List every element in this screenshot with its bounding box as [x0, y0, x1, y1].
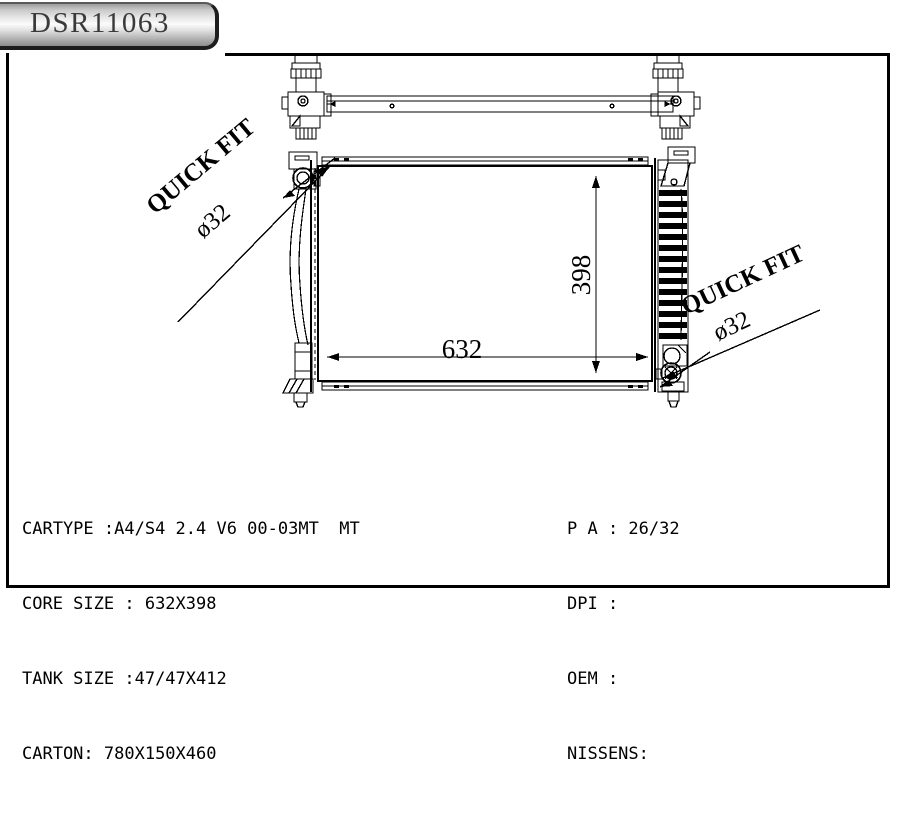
core-bottom-rail: [321, 381, 649, 391]
crossbeam-left-port: [281, 53, 336, 140]
spec-row-carton: CARTON: 780X150X460: [22, 742, 360, 767]
spec-label-dpi: DPI :: [567, 594, 619, 614]
callout-upper-left: QUICK FIT ø32: [142, 113, 261, 243]
spec-row-cartype: CARTYPE :A4/S4 2.4 V6 00-03MT MT: [22, 517, 360, 542]
callout-lower-right-diameter: ø32: [709, 306, 754, 346]
spec-row-nissens: NISSENS:: [567, 742, 680, 767]
spec-value-pa: 26/32: [628, 519, 680, 539]
right-tank: [654, 146, 696, 408]
spec-label-carton: CARTON:: [22, 744, 104, 764]
title-banner: DSR11063: [0, 2, 219, 50]
callout-upper-left-diameter: ø32: [190, 199, 236, 244]
spec-label-oem: OEM :: [567, 669, 619, 689]
spec-label-cartype: CARTYPE :: [22, 519, 115, 539]
spec-label-core-size: CORE SIZE :: [22, 594, 145, 614]
right-tank-ribs: [659, 190, 687, 339]
spec-value-core-size: 632X398: [144, 594, 217, 614]
dimension-lines: [327, 176, 648, 373]
radiator-technical-drawing: 632 398 QUICK FIT ø32 QUICK FIT ø32: [142, 53, 821, 408]
spec-label-nissens: NISSENS:: [567, 744, 649, 764]
drawing-page: DSR11063: [0, 2, 890, 764]
spec-list-right: P A : 26/32 DPI : OEM : NISSENS:: [567, 467, 680, 817]
dimension-label-398: 398: [566, 255, 596, 296]
spec-row-oem: OEM :: [567, 667, 680, 692]
page-title: DSR11063: [30, 7, 170, 39]
spec-label-tank-size: TANK SIZE :: [22, 669, 135, 689]
dimension-label-632: 632: [442, 334, 483, 364]
callout-leader-lower-right-arrow2: [659, 351, 711, 388]
spec-row-tank-size: TANK SIZE :47/47X412: [22, 667, 360, 692]
spec-row-core-size: CORE SIZE : 632X398: [22, 592, 360, 617]
page-border: [6, 53, 890, 588]
callout-lower-right: QUICK FIT ø32: [677, 240, 809, 347]
spec-label-pa: P A :: [567, 519, 629, 539]
spec-value-tank-size: 47/47X412: [134, 669, 227, 689]
callout-leader-upper-left: [177, 165, 331, 323]
spec-list-left: CARTYPE :A4/S4 2.4 V6 00-03MT MT CORE SI…: [22, 467, 360, 817]
callout-leaders: [177, 157, 821, 388]
radiator-core-assembly: [281, 146, 696, 408]
crossbeam-right-port: [650, 53, 701, 140]
dimension-398: [592, 176, 600, 373]
page-border-top-segment: [225, 53, 890, 56]
spec-value-cartype: A4/S4 2.4 V6 00-03MT MT: [114, 519, 360, 539]
spec-row-dpi: DPI :: [567, 592, 680, 617]
spec-value-carton: 780X150X460: [103, 744, 217, 764]
dimension-632: [327, 353, 648, 361]
core-top-rail: [321, 156, 649, 166]
callout-leader-upper-left-arrow2: [282, 157, 336, 199]
callout-upper-left-title: QUICK FIT: [142, 113, 261, 219]
top-crossbeam-assembly: [281, 53, 701, 140]
left-tank: [281, 151, 321, 408]
spec-row-pa: P A : 26/32: [567, 517, 680, 542]
